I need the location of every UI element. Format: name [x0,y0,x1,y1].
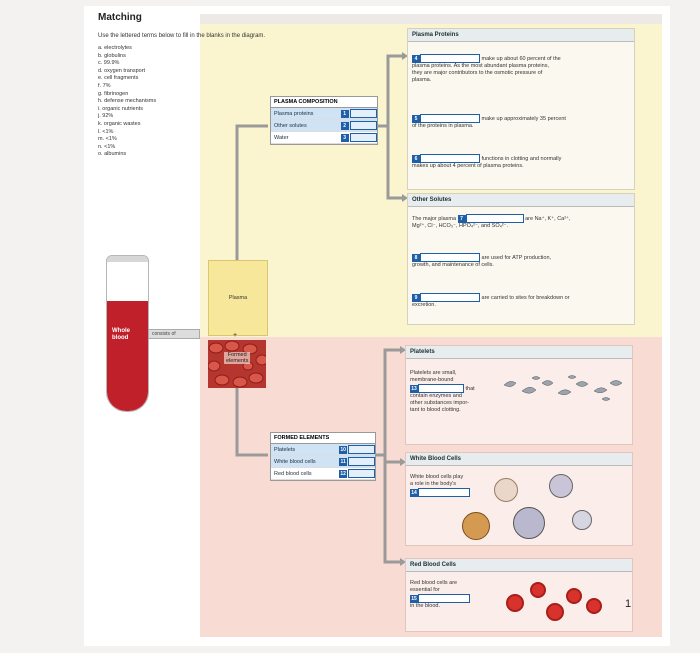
plasma-box: Plasma [208,260,268,336]
platelets-header: Platelets [406,346,632,359]
table-row: Platelets 10 [271,444,375,456]
question-7: The major plasma 7 are Na⁺, K⁺, Ca²⁺, Mg… [412,214,571,229]
white-blood-cells-text: White blood cells play a role in the bod… [410,474,500,497]
eosinophil-cell-icon [572,510,592,530]
test-tube-illustration [106,255,149,412]
term-item: c. 99.9% [98,60,120,67]
term-item: m. <1% [98,136,117,143]
term-item: k. organic wastes [98,120,141,127]
answer-blank-11[interactable] [348,457,375,466]
red-blood-cell-icon [566,588,582,604]
term-item: b. globulins [98,52,126,59]
blood-fill [107,301,148,411]
answer-blank-5[interactable] [420,114,480,123]
question-6: 6 functions in clotting and normally mak… [412,154,562,169]
platelets-panel: Platelets [405,345,633,445]
white-blood-cells-header: White Blood Cells [406,453,632,466]
term-item: l. <1% [98,128,114,135]
answer-blank-13[interactable] [418,384,464,393]
answer-blank-10[interactable] [348,445,375,454]
red-blood-cells-header: Red Blood Cells [406,559,632,572]
table-row: Water 3 [271,132,377,144]
term-item: n. <1% [98,143,116,150]
formed-elements-table: FORMED ELEMENTS Platelets 10 White blood… [270,432,376,481]
whole-blood-label: Whole blood [112,328,130,341]
term-item: d. oxygen transport [98,67,146,74]
question-5: 5 make up approximately 35 percent of th… [412,114,566,129]
consists-of-arrow: consists of [148,329,200,339]
answer-blank-8[interactable] [420,253,480,262]
neutrophil-cell-icon [494,478,518,502]
header-strip [200,14,662,24]
answer-blank-14[interactable] [418,488,470,497]
instructions: Use the lettered terms below to fill in … [98,33,266,39]
table-row: Other solutes 2 [271,120,377,132]
answer-blank-7[interactable] [465,214,524,223]
answer-blank-1[interactable] [349,109,377,118]
other-solutes-header: Other Solutes [408,194,634,207]
page-title: Matching [98,12,142,23]
tube-rim [107,256,148,262]
term-item: f. 7% [98,82,111,89]
red-blood-cell-icon [546,603,564,621]
plasma-composition-header: PLASMA COMPOSITION [271,97,377,108]
plus-sign: + [233,332,238,339]
page-number: 1 [625,598,632,610]
plasma-proteins-header: Plasma Proteins [408,29,634,42]
term-item: i. organic nutrients [98,105,143,112]
term-item: a. electrolytes [98,45,132,51]
answer-blank-4[interactable] [420,54,480,63]
monocyte-cell-icon [462,512,490,540]
terms-list: a. electrolytes b. globulins c. 99.9% d.… [98,45,156,159]
question-9: 9 are carried to sites for breakdown or … [412,293,570,308]
formed-elements-label: Formed elements [224,352,251,364]
plasma-composition-table: PLASMA COMPOSITION Plasma proteins 1 Oth… [270,96,378,145]
platelets-text: Platelets are small, membrane-bound 13 t… [410,370,475,413]
question-4: 4 make up about 60 percent of the plasma… [412,54,561,83]
answer-blank-3[interactable] [349,133,377,142]
lymphocyte-cell-icon [549,474,573,498]
red-blood-cells-text: Red blood cells are essential for 15 in … [410,580,500,610]
answer-blank-2[interactable] [349,121,377,130]
term-item: j. 92% [98,113,114,120]
table-row: White blood cells 11 [271,456,375,468]
formed-elements-image [208,340,266,388]
red-blood-cell-icon [506,594,524,612]
table-row: Red blood cells 12 [271,468,375,480]
answer-blank-9[interactable] [420,293,480,302]
red-blood-cell-icon [530,582,546,598]
question-8: 8 are used for ATP production, growth, a… [412,253,552,268]
answer-blank-12[interactable] [348,469,375,478]
table-row: Plasma proteins 1 [271,108,377,120]
answer-blank-6[interactable] [420,154,480,163]
rbc-texture-icon [208,340,266,388]
red-blood-cell-icon [586,598,602,614]
basophil-cell-icon [513,507,545,539]
formed-elements-header: FORMED ELEMENTS [271,433,375,444]
term-item: h. defense mechanisms [98,98,157,105]
term-item: o. albumins [98,151,127,158]
term-item: g. fibrinogen [98,90,129,97]
term-item: e. cell fragments [98,75,139,82]
platelets-illustration-icon [503,375,623,401]
answer-blank-15[interactable] [418,594,470,603]
